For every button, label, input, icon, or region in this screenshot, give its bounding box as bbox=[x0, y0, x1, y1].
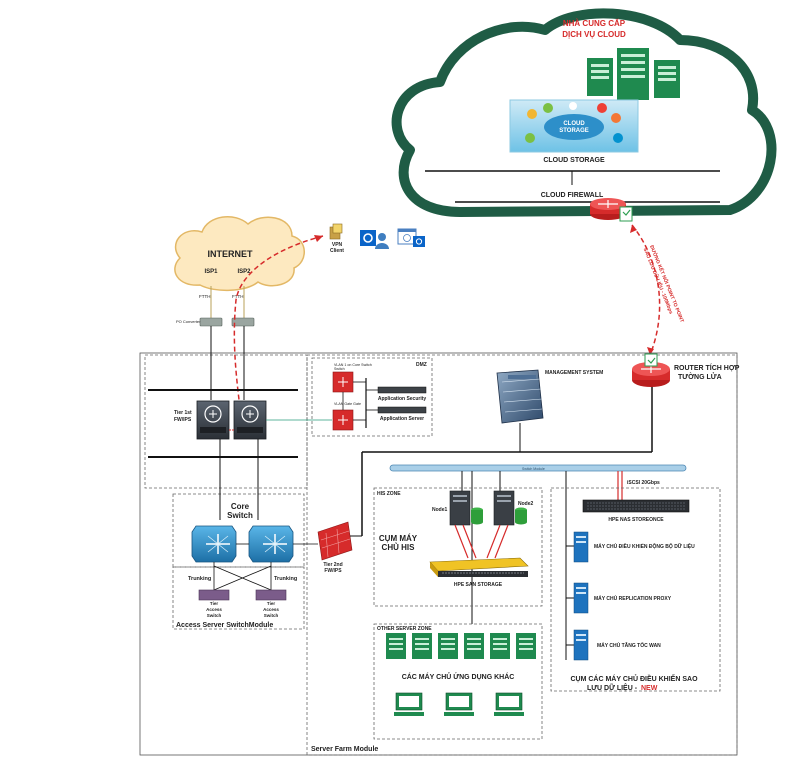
his-zone-label: HIS ZONE bbox=[377, 491, 401, 497]
p2p-backup-link bbox=[631, 224, 661, 356]
vpn-tunnel-line bbox=[233, 235, 324, 409]
access-module-box bbox=[172, 566, 305, 630]
edge-router-firewall-icon bbox=[632, 353, 670, 387]
hpe-san-storage-icon bbox=[429, 557, 529, 577]
his-database-icon bbox=[471, 507, 527, 525]
trunk-label-right: Trunking bbox=[274, 576, 297, 582]
hpe-nas-label: HPE NAS STOREONCE bbox=[608, 517, 664, 523]
cloud-provider: NHÀ CUNG CẤP DỊCH VỤ CLOUD CLOUD STORAGE… bbox=[391, 8, 777, 217]
cloud-storage-badge-2: STORAGE bbox=[559, 128, 589, 134]
his-cluster-label-2: CHỦ HIS bbox=[382, 543, 416, 552]
backup-sync-server-label: MÁY CHỦ ĐIỀU KHIỂN ĐỘNG BỘ DỮ LIỆU bbox=[594, 542, 695, 550]
server-farm-module-label: Server Farm Module bbox=[311, 746, 378, 753]
access-switch-2-label-3: Switch bbox=[264, 613, 279, 618]
his-cluster-label: CỤM MÁY bbox=[379, 534, 418, 543]
wan-accelerator-label: MÁY CHỦ TĂNG TỐC WAN bbox=[597, 642, 661, 649]
cloud-provider-subtitle: DỊCH VỤ CLOUD bbox=[562, 30, 626, 39]
cloud-provider-title: NHÀ CUNG CẤP bbox=[563, 18, 626, 28]
cloud-firewall-label: CLOUD FIREWALL bbox=[541, 192, 604, 199]
iscsi-label: iSCSI 20Gbps bbox=[627, 480, 660, 486]
ftth-label-2: FTTH bbox=[232, 294, 244, 299]
edge-router-label: ROUTER TÍCH HỢP bbox=[674, 363, 740, 372]
new-badge: NEW bbox=[641, 685, 658, 692]
app-server-label: Application Server bbox=[380, 416, 424, 422]
core-switch-icon bbox=[191, 525, 294, 563]
dmz-vlan-core-label: VLAN 1 on Core Switch bbox=[334, 363, 372, 367]
other-server-zone-box bbox=[373, 623, 543, 740]
cloud-server-icon bbox=[587, 48, 680, 100]
access-switch-1-label-3: Switch bbox=[207, 613, 222, 618]
ftth-label-1: FTTH bbox=[199, 294, 211, 299]
internet-cloud: INTERNET ISP1 ISP2 bbox=[174, 216, 305, 291]
tier1-label: Tier 1st bbox=[174, 410, 192, 416]
other-zone-label: OTHER SERVER ZONE bbox=[377, 626, 432, 632]
access-switch-1-label-2: Access bbox=[206, 607, 222, 612]
dmz-box bbox=[311, 357, 433, 437]
workstation-icon bbox=[394, 692, 524, 716]
dmz-label: DMZ bbox=[416, 362, 427, 368]
his-zone-box bbox=[373, 487, 543, 607]
isp1-label: ISP1 bbox=[204, 269, 218, 275]
other-servers-label: CÁC MÁY CHỦ ỨNG DỤNG KHÁC bbox=[402, 672, 515, 681]
his-node-server-icon bbox=[449, 490, 515, 526]
app-server-rack-icon bbox=[386, 633, 536, 659]
outer-network-frame bbox=[139, 352, 738, 756]
access-switch-2-label-2: Access bbox=[263, 607, 279, 612]
backup-server-icon bbox=[573, 531, 589, 661]
media-converter-icon bbox=[199, 317, 255, 327]
replication-proxy-label: MÁY CHỦ REPLICATION PROXY bbox=[594, 595, 672, 602]
core-switch-title-2: Switch bbox=[227, 511, 253, 520]
backup-cluster-label-2: LƯU DỮ LIỆU - bbox=[587, 683, 638, 692]
backup-cluster-label: CỤM CÁC MÁY CHỦ ĐIỀU KHIỂN SAO bbox=[570, 673, 698, 683]
trunk-label-left: Trunking bbox=[188, 576, 211, 582]
switch-module-bar bbox=[389, 464, 687, 472]
internet-title: INTERNET bbox=[208, 249, 254, 259]
cloud-storage-badge: CLOUD bbox=[563, 121, 585, 127]
edge-zone-box bbox=[144, 354, 308, 489]
dmz-vlan-core-label-2: Switch bbox=[334, 367, 345, 371]
tier1-label-2: FW/IPS bbox=[174, 417, 192, 423]
access-module-label: Access Server SwitchModule bbox=[176, 622, 273, 629]
cloud-storage-label: CLOUD STORAGE bbox=[543, 157, 605, 164]
app-server-appliance-icon bbox=[377, 406, 427, 414]
vpn-client-label-2: Client bbox=[330, 248, 344, 254]
management-system-icon bbox=[496, 369, 544, 424]
outlook-web-icon bbox=[397, 228, 425, 247]
cloud-storage-icon: CLOUD STORAGE bbox=[509, 99, 639, 153]
app-security-label: Application Security bbox=[378, 396, 427, 402]
access-switch-icon bbox=[198, 589, 287, 601]
outlook-user-icon bbox=[360, 230, 389, 249]
tier2-label-2: FW/IPS bbox=[324, 568, 342, 574]
core-switch-title: Core bbox=[231, 502, 250, 511]
cloud-firewall-router-icon bbox=[590, 198, 633, 222]
tier2-firewall-icon bbox=[317, 521, 353, 561]
tier2-label: Tier 2nd bbox=[323, 562, 342, 568]
vpn-client-label: VPN bbox=[332, 242, 343, 248]
edge-router-label-2: TƯỜNG LỬA bbox=[678, 372, 722, 381]
dmz-vlan-gate-label: VLAN Gate Gate bbox=[334, 402, 361, 406]
vpn-client-icon bbox=[329, 223, 343, 240]
access-switch-2-label: Tier bbox=[267, 601, 275, 606]
hpe-san-label: HPE SAN STORAGE bbox=[454, 582, 503, 588]
isp2-label: ISP2 bbox=[237, 269, 251, 275]
hpe-nas-storeonce-icon bbox=[582, 499, 690, 513]
switch-module-label: Switch Module bbox=[522, 467, 545, 471]
app-security-appliance-icon bbox=[377, 386, 427, 394]
core-switch-box bbox=[172, 493, 305, 568]
backup-zone-box bbox=[550, 487, 721, 692]
management-system-label: MANAGEMENT SYSTEM bbox=[545, 370, 603, 376]
access-switch-1-label: Tier bbox=[210, 601, 218, 606]
tier1-firewall-icon bbox=[196, 400, 267, 440]
his-node2-label: Node2 bbox=[518, 501, 534, 507]
server-farm-box bbox=[306, 354, 738, 756]
his-node1-label: Node1 bbox=[432, 507, 448, 513]
po-converter-label: PO Converter bbox=[176, 319, 201, 324]
